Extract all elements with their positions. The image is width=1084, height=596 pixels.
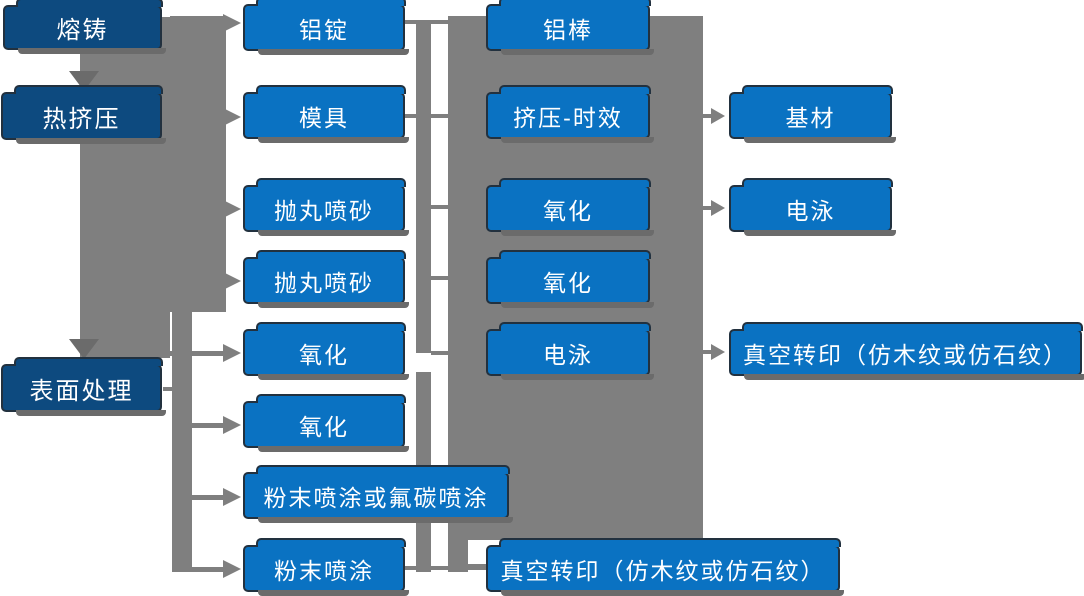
node-oxidation-1: 氧化 — [243, 322, 409, 380]
arrow-shaft-row5 — [170, 351, 224, 356]
link-row3 — [431, 205, 448, 209]
connector-band-stage-column — [80, 28, 170, 358]
arrow-right-icon — [711, 344, 725, 360]
connector-band-process-tail — [448, 540, 468, 572]
arrow-right-icon — [223, 344, 241, 362]
node-powder-coating: 粉末喷涂 — [243, 538, 409, 596]
link-aluminum-ingot-to-rod — [405, 20, 448, 24]
node-vacuum-transfer-print-2: 真空转印（仿木纹或仿石纹） — [729, 322, 1084, 380]
arrow-right-icon — [223, 272, 241, 290]
node-electrophoresis-2: 电泳 — [729, 178, 896, 236]
arrow-shaft-base-material — [703, 114, 712, 118]
node-oxidation-4: 氧化 — [486, 250, 654, 308]
link-powder-coating-bottom — [405, 566, 468, 570]
arrow-shaft-electrophoresis — [703, 206, 712, 210]
node-powder-or-fluorocarbon-coating: 粉末喷涂或氟碳喷涂 — [243, 465, 513, 523]
link-surface-treatment — [163, 387, 175, 391]
node-shot-blasting-1: 抛丸喷砂 — [243, 178, 409, 236]
node-base-material: 基材 — [729, 85, 896, 143]
node-oxidation-2: 氧化 — [243, 394, 409, 452]
link-mold-to-extrusion — [405, 114, 448, 118]
arrow-right-icon — [223, 14, 241, 32]
connector-bar-mid-upper — [416, 20, 431, 353]
arrow-right-icon — [223, 488, 241, 506]
arrow-right-icon — [223, 200, 241, 218]
link-row5 — [431, 351, 448, 355]
connector-band-stage-upper — [170, 16, 226, 312]
node-oxidation-3: 氧化 — [486, 178, 654, 236]
arrow-shaft-row7 — [192, 495, 224, 500]
arrow-right-icon — [711, 108, 725, 124]
link-row4 — [431, 276, 448, 280]
node-electrophoresis-1: 电泳 — [486, 322, 654, 380]
arrow-right-icon — [223, 416, 241, 434]
node-aluminum-ingot: 铝锭 — [243, 0, 409, 55]
stage-surface-treatment: 表面处理 — [1, 357, 166, 416]
arrow-shaft-row6 — [192, 423, 224, 428]
node-aluminum-rod: 铝棒 — [486, 0, 654, 55]
node-vacuum-transfer-print-1: 真空转印（仿木纹或仿石纹） — [486, 538, 844, 596]
connector-band-stage-lower — [172, 312, 192, 572]
node-shot-blasting-2: 抛丸喷砂 — [243, 250, 409, 308]
connector-stub-vacuum-print-bottom — [468, 564, 490, 570]
node-mold: 模具 — [243, 85, 409, 143]
arrow-right-icon — [223, 108, 241, 126]
arrow-shaft-vacuum-print — [703, 350, 712, 354]
arrow-shaft-row2 — [160, 111, 224, 124]
arrow-shaft-row1 — [160, 17, 224, 30]
node-extrusion-aging: 挤压-时效 — [486, 85, 654, 143]
arrow-right-icon — [223, 560, 241, 578]
stage-hot-extrusion: 热挤压 — [1, 85, 166, 144]
arrow-right-icon — [711, 200, 725, 216]
stage-melting-casting: 熔铸 — [3, 0, 166, 54]
arrow-shaft-row8 — [192, 567, 224, 572]
